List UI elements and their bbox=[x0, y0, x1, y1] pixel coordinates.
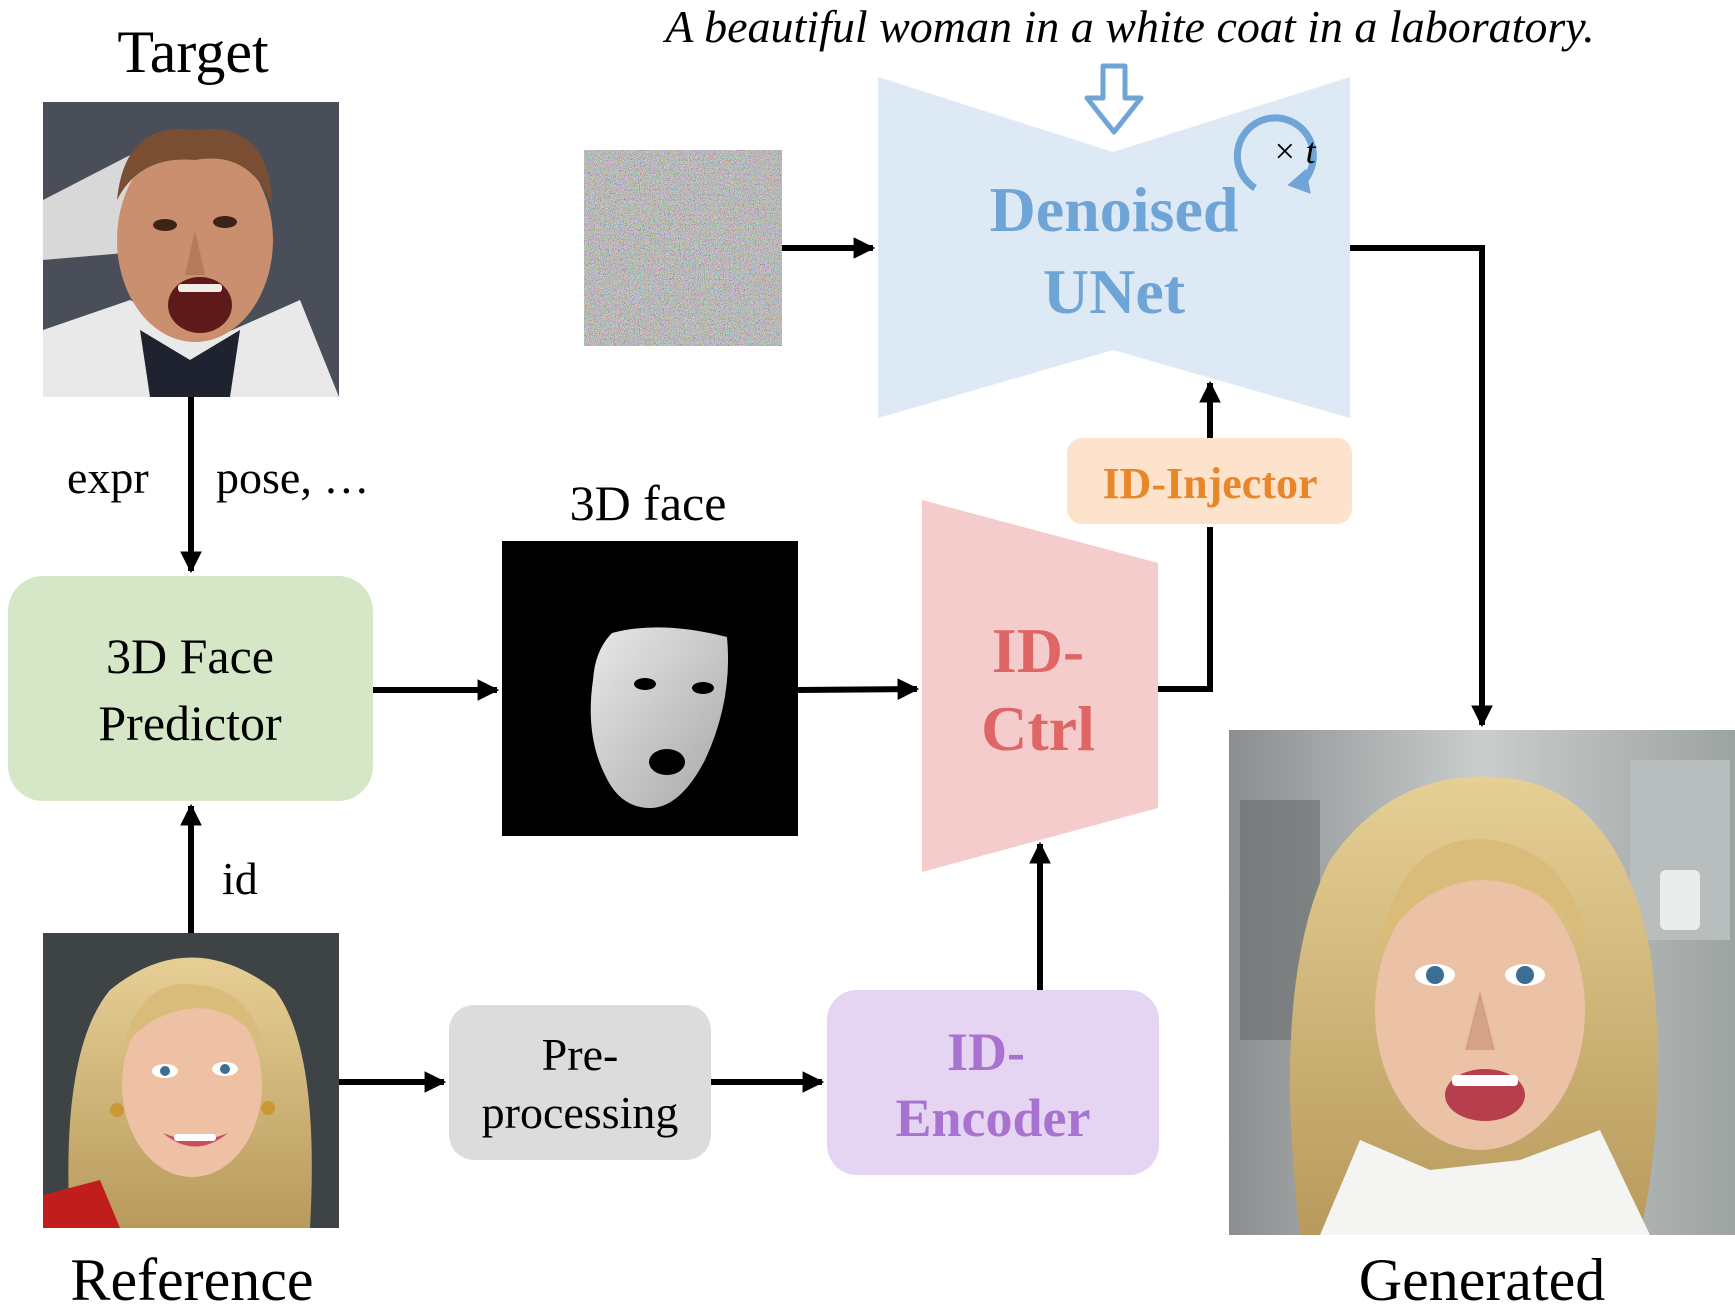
target-label: Target bbox=[117, 19, 269, 85]
unet-label-line1: Denoised bbox=[990, 174, 1239, 245]
pose-label: pose, … bbox=[216, 452, 369, 503]
generated-label: Generated bbox=[1359, 1247, 1606, 1308]
face-predictor-label-line2: Predictor bbox=[98, 695, 282, 751]
id-label: id bbox=[222, 853, 258, 904]
preprocessing-block: Pre- processing bbox=[449, 1005, 711, 1160]
expr-label: expr bbox=[67, 452, 149, 503]
unet-shape bbox=[878, 77, 1350, 418]
preprocessing-label-line2: processing bbox=[482, 1087, 679, 1138]
arrow-idctrl-to-injector bbox=[1158, 527, 1213, 692]
loop-icon bbox=[1233, 114, 1317, 194]
id-injector-block: ID-Injector bbox=[1067, 438, 1352, 524]
id-encoder-label-line1: ID- bbox=[947, 1022, 1025, 1082]
unet-label-line2: UNet bbox=[1043, 256, 1186, 327]
reference-image bbox=[43, 933, 339, 1228]
id-ctrl-label-line2: Ctrl bbox=[981, 693, 1095, 764]
id-ctrl-label-line1: ID- bbox=[992, 615, 1084, 686]
face-predictor-label-line1: 3D Face bbox=[106, 628, 274, 684]
id-ctrl-shape bbox=[922, 500, 1158, 872]
unet-block: Denoised UNet × t bbox=[878, 63, 1350, 418]
face3d-label: 3D face bbox=[570, 475, 727, 531]
id-ctrl-block: ID- Ctrl bbox=[922, 500, 1158, 872]
text-condition-arrow bbox=[1084, 63, 1144, 135]
preprocessing-label-line1: Pre- bbox=[542, 1029, 619, 1080]
id-encoder-block: ID- Encoder bbox=[827, 990, 1159, 1175]
id-injector-box bbox=[1067, 438, 1352, 524]
preprocessing-box bbox=[449, 1005, 711, 1160]
face3d-image bbox=[502, 541, 798, 836]
id-injector-label: ID-Injector bbox=[1102, 459, 1317, 508]
id-encoder-box bbox=[827, 990, 1159, 1175]
text-prompt: A beautiful woman in a white coat in a l… bbox=[662, 1, 1594, 52]
arrows bbox=[180, 237, 1493, 1093]
id-encoder-label-line2: Encoder bbox=[896, 1088, 1091, 1148]
times-t-label: × t bbox=[1272, 131, 1316, 171]
arrow-unet-to-generated bbox=[1350, 245, 1493, 728]
reference-label: Reference bbox=[70, 1247, 313, 1308]
generated-image bbox=[1229, 730, 1735, 1235]
face-predictor-box bbox=[8, 576, 373, 801]
arrow-face3d-to-idctrl bbox=[797, 678, 920, 700]
face-predictor-block: 3D Face Predictor bbox=[8, 576, 373, 801]
target-image bbox=[43, 102, 339, 397]
noise-image bbox=[584, 150, 782, 346]
